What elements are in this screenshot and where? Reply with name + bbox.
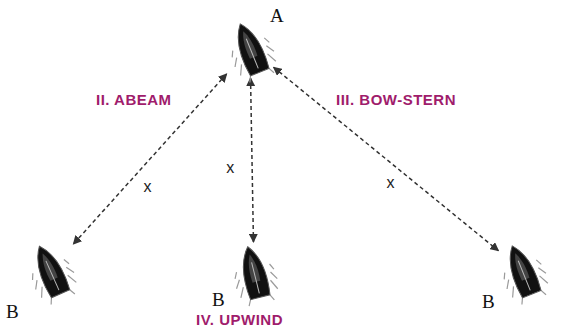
wake-line — [238, 287, 245, 298]
distance-label: x — [224, 160, 236, 176]
boat-hull — [237, 244, 271, 300]
wake-line — [66, 265, 74, 274]
boat-letter: B — [482, 292, 495, 311]
wake-line — [270, 294, 274, 301]
sailboat: B — [232, 244, 276, 300]
wake-line — [541, 289, 546, 296]
wake-line — [538, 266, 546, 275]
boat-letter: A — [270, 6, 284, 25]
wake-line — [509, 286, 517, 297]
boat-shape — [232, 244, 276, 300]
wake-line — [32, 280, 40, 289]
wake-line — [264, 37, 269, 44]
wake-line — [520, 298, 525, 305]
wake-line — [270, 263, 274, 270]
wake-line — [267, 52, 275, 63]
boat-shape — [228, 20, 272, 76]
boat-hull — [502, 242, 542, 299]
boom-line — [252, 262, 260, 293]
position-label: II. ABEAM — [96, 92, 172, 107]
wake-line — [539, 274, 547, 285]
wake-line — [266, 44, 274, 53]
distance-label: x — [384, 175, 396, 191]
wake-line — [232, 58, 240, 67]
distance-label: x — [142, 179, 154, 195]
wake-line — [68, 273, 77, 284]
wake-line — [504, 280, 512, 289]
position-label: III. BOW-STERN — [336, 92, 456, 107]
wake-line — [49, 298, 54, 305]
wake-line — [536, 259, 541, 266]
wake-line — [30, 273, 35, 280]
wake-line — [248, 300, 252, 307]
sailboat: B — [500, 242, 544, 298]
wake-line — [235, 280, 242, 289]
boat-hull — [230, 20, 270, 77]
boat-letter: B — [6, 302, 19, 321]
distance-arrow — [73, 74, 226, 244]
sailboat: A — [228, 20, 272, 76]
distance-arrow — [274, 67, 499, 251]
boat-shape — [28, 242, 72, 298]
wake-line — [502, 273, 507, 280]
wake-line — [269, 67, 274, 74]
boat-shape — [500, 242, 544, 298]
wake-line — [248, 76, 253, 83]
wake-line — [237, 64, 245, 75]
wake-line — [38, 287, 47, 298]
position-label: IV. UPWIND — [196, 312, 283, 327]
boat-letter: B — [212, 290, 225, 309]
wake-line — [234, 272, 238, 279]
wake-line — [270, 279, 277, 290]
wake-line — [230, 51, 235, 58]
wake-line — [270, 271, 277, 280]
distance-arrow — [251, 78, 254, 242]
wake-line — [70, 288, 75, 295]
sailboat: B — [28, 242, 72, 298]
boom-line — [246, 39, 258, 69]
boat-hull — [29, 242, 70, 299]
boom-line — [46, 261, 59, 290]
boom-line — [518, 261, 530, 291]
wake-line — [64, 258, 69, 265]
